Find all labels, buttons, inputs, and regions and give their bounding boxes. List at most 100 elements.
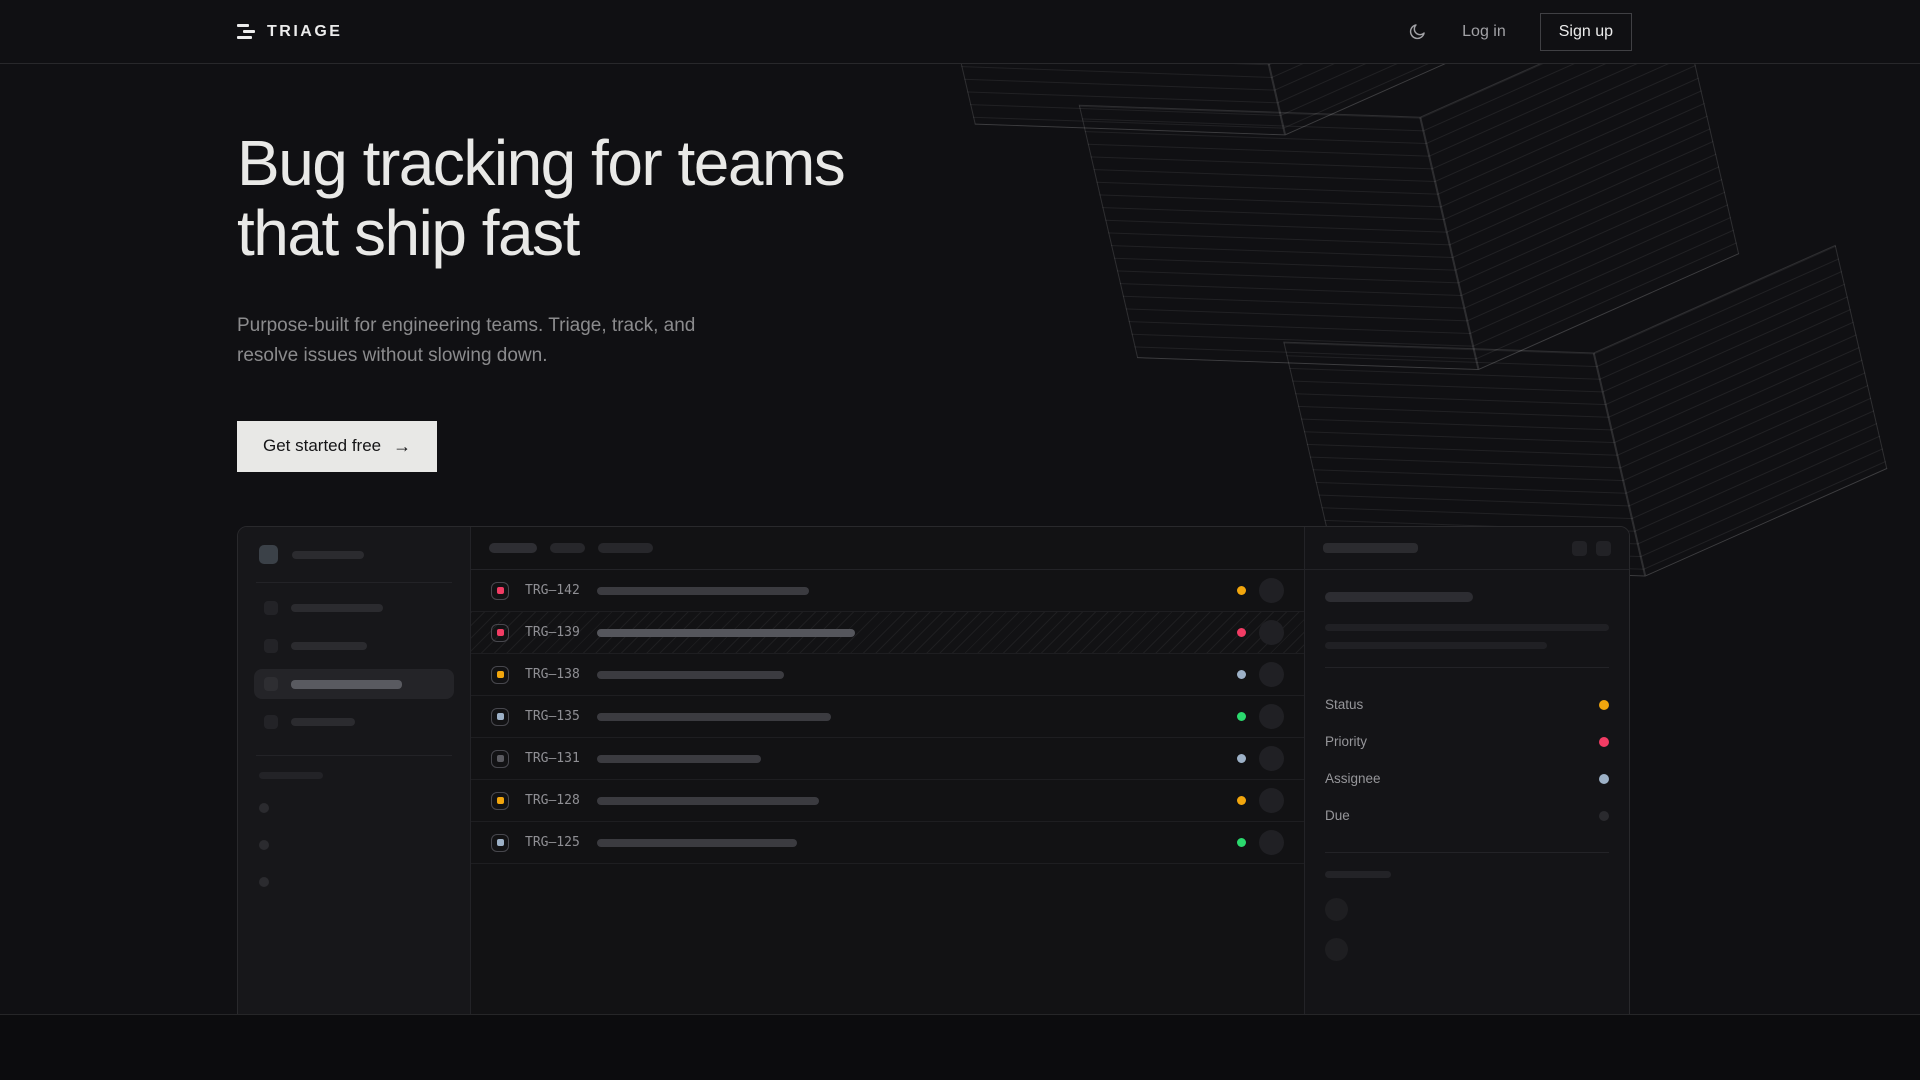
issue-assignee-avatar <box>1259 746 1284 771</box>
issue-row-highlighted: TRG–139 <box>471 612 1304 654</box>
activity-label-skeleton <box>1325 871 1391 878</box>
arrow-right-icon: → <box>393 435 412 456</box>
detail-action-icon <box>1572 540 1587 556</box>
hero-title: Bug tracking for teams that ship fast <box>237 128 846 269</box>
footer <box>0 1014 1920 1080</box>
property-row: Assignee <box>1325 760 1609 797</box>
get-started-label: Get started free <box>263 436 382 456</box>
issue-type-icon <box>491 665 509 684</box>
issue-assignee-avatar <box>1259 704 1284 729</box>
issue-type-icon <box>491 707 509 726</box>
nav-item-icon <box>264 639 278 653</box>
issue-status-dot <box>1237 586 1246 595</box>
issue-id: TRG–131 <box>525 751 580 766</box>
issue-title-skeleton <box>597 754 761 763</box>
sidebar-divider <box>256 755 452 756</box>
issue-title-skeleton <box>597 796 819 805</box>
property-row: Priority <box>1325 723 1609 760</box>
nav-item-label-skeleton <box>291 679 402 689</box>
issue-status-dot <box>1237 628 1246 637</box>
detail-action-icon <box>1596 540 1611 556</box>
issue-id: TRG–142 <box>525 583 580 598</box>
issue-list-header <box>471 527 1304 570</box>
issue-id: TRG–125 <box>525 835 580 850</box>
app-mockup-card: TRG–142 TRG–139 TRG–138 TRG–135 <box>237 526 1630 1015</box>
issue-status-dot <box>1237 712 1246 721</box>
get-started-button[interactable]: Get started free → <box>237 420 438 472</box>
nav-actions: Log in Sign up <box>1406 12 1632 51</box>
property-value-dot <box>1599 699 1609 710</box>
mockup-workspace-switcher <box>254 545 454 564</box>
signup-button[interactable]: Sign up <box>1539 12 1632 51</box>
issue-status-dot <box>1237 754 1246 763</box>
issue-title-skeleton <box>1325 592 1473 602</box>
detail-header-actions <box>1572 540 1611 556</box>
top-navigation: TRIAGE Log in Sign up <box>0 0 1920 64</box>
issue-type-icon <box>491 833 509 852</box>
triage-bars-icon <box>237 24 255 39</box>
issue-status-dot <box>1237 838 1246 847</box>
nav-item-icon <box>264 677 278 691</box>
property-value-dot <box>1599 736 1609 747</box>
issue-id: TRG–135 <box>525 709 580 724</box>
issue-title-skeleton <box>597 586 809 595</box>
brand-logo[interactable]: TRIAGE <box>237 23 342 41</box>
issue-title-skeleton <box>597 838 797 847</box>
sidebar-project-dot <box>259 840 269 850</box>
workspace-avatar <box>259 545 278 564</box>
issue-row: TRG–142 <box>471 570 1304 612</box>
issue-id: TRG–139 <box>525 625 580 640</box>
issue-assignee-avatar <box>1259 662 1284 687</box>
property-label: Priority <box>1325 734 1368 749</box>
list-tab-skeleton <box>550 543 585 553</box>
detail-divider <box>1325 667 1609 668</box>
issue-type-icon <box>491 749 509 768</box>
issue-description-skeleton <box>1325 642 1547 649</box>
wireframe-panel <box>1078 64 1752 444</box>
nav-item-label-skeleton <box>291 718 355 726</box>
brand-name: TRIAGE <box>267 22 343 40</box>
issue-status-dot <box>1237 796 1246 805</box>
sidebar-project-dot <box>259 803 269 813</box>
mockup-issue-list: TRG–142 TRG–139 TRG–138 TRG–135 <box>471 527 1305 1014</box>
nav-item-label-skeleton <box>291 604 383 612</box>
hero-subtitle: Purpose-built for engineering teams. Tri… <box>237 314 696 366</box>
sidebar-nav-item <box>254 707 454 737</box>
issue-title-skeleton <box>597 670 784 679</box>
property-label: Assignee <box>1325 771 1381 786</box>
issue-row: TRG–138 <box>471 654 1304 696</box>
issue-type-icon <box>491 581 509 600</box>
property-row: Due <box>1325 797 1609 834</box>
list-tab-skeleton <box>489 543 537 553</box>
theme-toggle-moon-icon[interactable] <box>1406 21 1428 43</box>
property-row: Status <box>1325 686 1609 723</box>
issue-type-icon <box>491 623 509 642</box>
issue-description-skeleton <box>1325 624 1609 631</box>
sidebar-project-dot <box>259 877 269 887</box>
detail-panel-header <box>1305 527 1629 570</box>
issue-type-icon <box>491 791 509 810</box>
sidebar-nav-item <box>254 631 454 661</box>
sidebar-section-label-skeleton <box>259 772 323 779</box>
mockup-sidebar <box>238 527 471 1014</box>
issue-id: TRG–138 <box>525 667 580 682</box>
list-tab-skeleton <box>598 543 653 553</box>
wireframe-panel <box>930 64 1529 203</box>
issue-row: TRG–128 <box>471 780 1304 822</box>
property-label: Status <box>1325 697 1364 712</box>
property-value-dot <box>1599 810 1609 821</box>
detail-panel-body: Status Priority Assignee Due <box>1305 570 1629 978</box>
issue-row: TRG–125 <box>471 822 1304 864</box>
sidebar-nav-item <box>254 593 454 623</box>
mockup-detail-panel: Status Priority Assignee Due <box>1305 527 1629 1014</box>
property-value-dot <box>1599 773 1609 784</box>
hero-section: Bug tracking for teams that ship fast Pu… <box>237 128 846 472</box>
detail-divider <box>1325 852 1609 853</box>
detail-title-skeleton <box>1323 543 1418 553</box>
issue-row: TRG–131 <box>471 738 1304 780</box>
issue-title-skeleton <box>597 628 855 637</box>
issue-assignee-avatar <box>1259 578 1284 603</box>
property-label: Due <box>1325 808 1350 823</box>
login-link[interactable]: Log in <box>1462 22 1506 40</box>
comment-avatar-skeleton <box>1325 898 1348 921</box>
